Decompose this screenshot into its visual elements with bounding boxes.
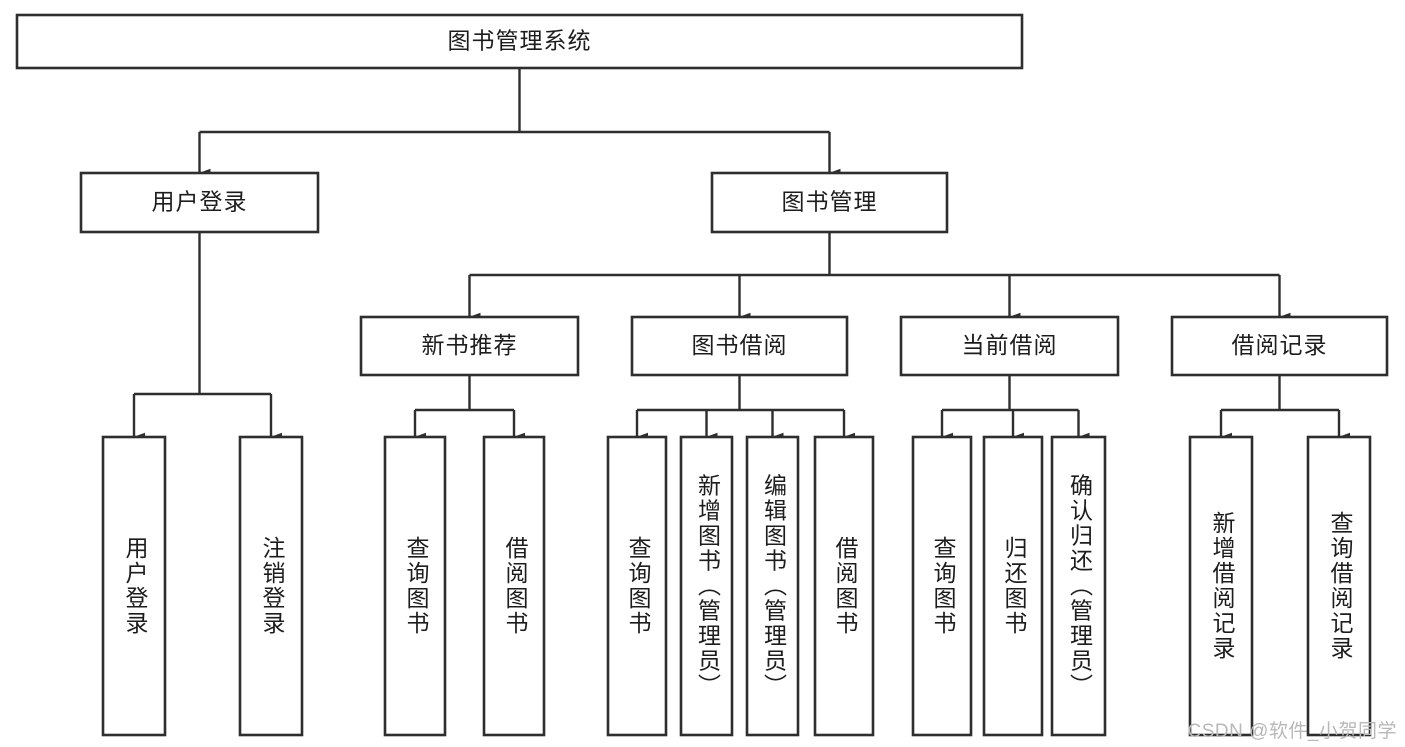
- node-book-borrow-label: 图书借阅: [692, 332, 788, 358]
- leaf-leaf-query-book-2-label: 查询图书: [625, 536, 652, 636]
- leaf-leaf-user-login-label: 用户登录: [122, 536, 149, 636]
- node-new-book-recommend-box[interactable]: [359, 315, 580, 377]
- leaf-leaf-query-record-box[interactable]: [1306, 435, 1372, 737]
- node-user-login-label: 用户登录: [152, 189, 248, 215]
- connector-lines: [132, 68, 1350, 442]
- leaf-leaf-query-book-2-box[interactable]: [606, 435, 668, 737]
- leaf-leaf-borrow-book-2-box[interactable]: [813, 435, 875, 737]
- leaf-leaf-query-book-1-box[interactable]: [383, 435, 447, 737]
- csdn-watermark: CSDN @软件_小贺同学: [1187, 721, 1397, 742]
- leaf-leaf-confirm-return-label: 确认归还（管理员）: [1067, 474, 1094, 699]
- node-book-borrow-box[interactable]: [630, 315, 849, 377]
- node-user-login-box[interactable]: [79, 171, 320, 234]
- node-current-borrow-box[interactable]: [899, 315, 1120, 377]
- leaf-leaf-borrow-book-1-label: 借阅图书: [502, 536, 529, 636]
- node-book-manage-box[interactable]: [710, 171, 949, 234]
- leaf-leaf-query-record-label: 查询借阅记录: [1327, 511, 1354, 661]
- leaf-leaf-query-book-3-box[interactable]: [911, 435, 973, 737]
- leaf-leaf-add-book-label: 新增图书（管理员）: [695, 474, 722, 699]
- node-labels: 图书管理系统用户登录图书管理新书推荐图书借阅当前借阅借阅记录用户登录注销登录查询…: [122, 28, 1354, 699]
- leaf-leaf-borrow-book-2-label: 借阅图书: [832, 536, 859, 636]
- leaf-leaf-query-book-3-label: 查询图书: [930, 536, 957, 636]
- leaf-leaf-confirm-return-box[interactable]: [1050, 435, 1107, 737]
- leaf-leaf-user-logout-box[interactable]: [238, 435, 304, 737]
- leaf-leaf-user-login-box[interactable]: [101, 435, 167, 737]
- node-book-manage-label: 图书管理: [782, 189, 878, 215]
- node-borrow-record-label: 借阅记录: [1232, 332, 1328, 358]
- leaf-leaf-user-logout-label: 注销登录: [259, 536, 286, 636]
- node-current-borrow-label: 当前借阅: [962, 332, 1058, 358]
- leaf-leaf-borrow-book-1-box[interactable]: [482, 435, 546, 737]
- node-boxes: [15, 13, 1389, 737]
- leaf-leaf-return-book-box[interactable]: [982, 435, 1044, 737]
- leaf-leaf-edit-book-box[interactable]: [745, 435, 800, 737]
- leaf-leaf-edit-book-label: 编辑图书（管理员）: [761, 474, 788, 699]
- root-system-label: 图书管理系统: [448, 28, 592, 54]
- leaf-leaf-query-book-1-label: 查询图书: [403, 536, 430, 636]
- leaf-leaf-add-record-label: 新增借阅记录: [1209, 511, 1236, 661]
- node-new-book-recommend-label: 新书推荐: [422, 332, 518, 358]
- root-system-box[interactable]: [15, 13, 1024, 70]
- leaf-leaf-return-book-label: 归还图书: [1001, 536, 1028, 636]
- node-borrow-record-box[interactable]: [1170, 315, 1389, 377]
- leaf-leaf-add-record-box[interactable]: [1188, 435, 1254, 737]
- leaf-leaf-add-book-box[interactable]: [679, 435, 734, 737]
